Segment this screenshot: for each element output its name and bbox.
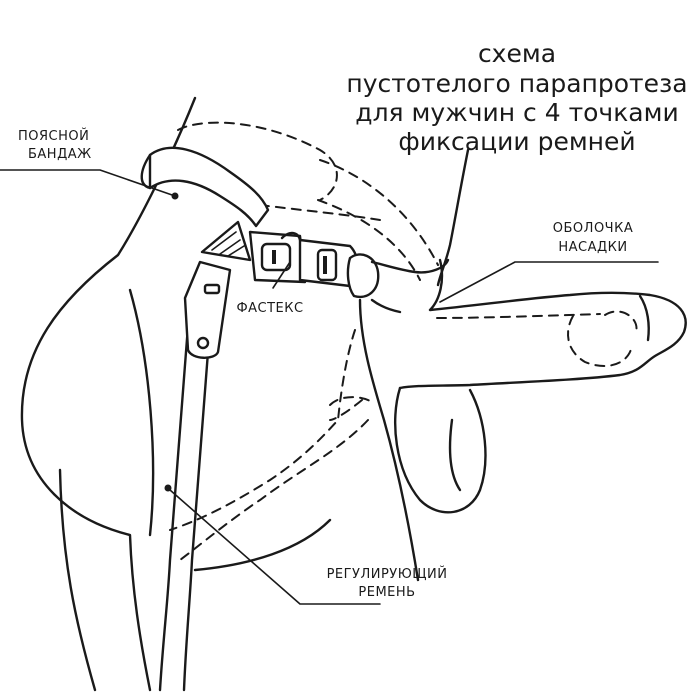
triangle-slider (200, 220, 252, 262)
fastex-line-1: ФАСТЕКС (236, 301, 303, 316)
label-fastex: ФАСТЕКС (236, 301, 303, 316)
body-outline (20, 96, 470, 692)
prosthesis-shaft (370, 258, 687, 390)
fastex-buckle (248, 230, 359, 288)
sleeve-shell-line-1: ОБОЛОЧКА (553, 221, 633, 236)
prosthesis-scrotum (393, 386, 487, 514)
title-line-4: фиксации ремней (398, 127, 635, 156)
title-line-1: схема (478, 39, 556, 68)
waist-bandage-line-2: БАНДАЖ (28, 147, 92, 162)
waist-bandage-line-1: ПОЯСНОЙ (18, 128, 89, 144)
hidden-contours (169, 121, 638, 561)
callout-lines (0, 169, 659, 605)
adjustable-strap-line-2: РЕМЕНЬ (358, 585, 415, 600)
title-line-2: пустотелого парапротеза (346, 69, 687, 98)
adjustable-strap-line-1: РЕГУЛИРУЮЩИЙ (327, 566, 448, 582)
label-waist-bandage: ПОЯСНОЙ БАНДАЖ (18, 128, 92, 162)
strap-buckle (183, 260, 232, 359)
waist-bandage (140, 146, 270, 228)
ring-connector (346, 253, 380, 299)
sleeve-shell-line-2: НАСАДКИ (558, 240, 627, 255)
title-line-3: для мужчин с 4 точками (355, 98, 678, 127)
label-adjustable-strap: РЕГУЛИРУЮЩИЙ РЕМЕНЬ (327, 566, 448, 600)
label-sleeve-shell: ОБОЛОЧКА НАСАДКИ (553, 221, 633, 255)
diagram-title: схема пустотелого парапротеза для мужчин… (346, 39, 687, 156)
